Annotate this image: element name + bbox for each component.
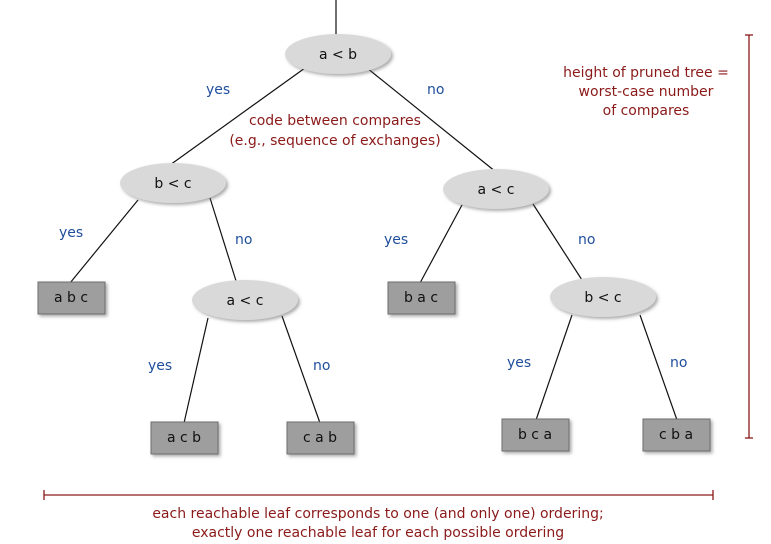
edge-root-to-left: [169, 67, 306, 166]
branch-label-nested-bc-yes: yes: [507, 355, 531, 371]
code-note-line-2: (e.g., sequence of exchanges): [229, 133, 440, 149]
branch-label-bc-no: no: [235, 232, 252, 248]
branch-label-nested-bc-no: no: [670, 355, 687, 371]
compare-node-root-label: a < b: [319, 47, 357, 63]
leaf-note-line-2: exactly one reachable leaf for each poss…: [192, 525, 564, 541]
tree-height-bracket: [745, 34, 753, 439]
leaf-abc-label: a b c: [54, 290, 88, 306]
branch-label-nested-ac-yes: yes: [148, 358, 172, 374]
edge-ac-to-bac: [419, 204, 463, 284]
edge-bc-to-ac: [209, 197, 238, 285]
compare-node-left-nested-label: a < c: [227, 293, 264, 309]
edge-nested-ac-to-acb: [183, 317, 209, 424]
branch-label-root-no: no: [427, 82, 444, 98]
compare-node-right-nested: b < c: [550, 277, 656, 317]
leaf-span-bracket: [43, 490, 714, 500]
leaf-bca-label: b c a: [518, 427, 552, 443]
edge-nested-bc-to-bca: [535, 314, 573, 421]
leaf-bac: b a c: [387, 281, 456, 315]
edge-root-to-right: [366, 67, 497, 173]
leaf-note-line-1: each reachable leaf corresponds to one (…: [152, 506, 603, 522]
edge-ac-to-bc: [532, 203, 583, 281]
compare-node-root: a < b: [285, 34, 391, 74]
compare-node-right-label: a < c: [478, 182, 515, 198]
edge-nested-ac-to-cab: [281, 315, 321, 424]
compare-node-left: b < c: [120, 163, 226, 203]
height-note-line-1: height of pruned tree =: [563, 65, 729, 81]
height-note-line-2: worst-case number: [579, 84, 714, 100]
compare-node-left-label: b < c: [154, 176, 191, 192]
leaf-abc: a b c: [37, 281, 106, 315]
height-note-line-3: of compares: [603, 103, 690, 119]
edge-bc-to-abc: [69, 199, 139, 284]
leaf-bac-label: b a c: [404, 290, 438, 306]
code-between-compares-note: code between compares (e.g., sequence of…: [229, 113, 440, 149]
leaf-acb: a c b: [150, 421, 219, 455]
leaf-cba: c b a: [642, 418, 711, 452]
compare-node-right-nested-label: b < c: [584, 290, 621, 306]
edge-nested-bc-to-cba: [639, 314, 678, 421]
branch-label-bc-yes: yes: [59, 225, 83, 241]
leaf-cab: c a b: [286, 421, 355, 455]
code-note-line-1: code between compares: [249, 113, 421, 129]
branch-labels: yes no yes no yes no yes no yes no: [59, 82, 687, 374]
leaf-cab-label: c a b: [303, 430, 337, 446]
leaf-acb-label: a c b: [167, 430, 201, 446]
tree-edges: [69, 0, 678, 424]
tree-height-note: height of pruned tree = worst-case numbe…: [563, 65, 729, 119]
compare-node-right: a < c: [443, 169, 549, 209]
leaf-cba-label: c b a: [659, 427, 693, 443]
leaf-bca: b c a: [501, 418, 570, 452]
compare-node-left-nested: a < c: [192, 280, 298, 320]
branch-label-ac-yes: yes: [384, 232, 408, 248]
branch-label-root-yes: yes: [206, 82, 230, 98]
reachable-leaf-note: each reachable leaf corresponds to one (…: [152, 506, 603, 541]
branch-label-ac-no: no: [578, 232, 595, 248]
branch-label-nested-ac-no: no: [313, 358, 330, 374]
